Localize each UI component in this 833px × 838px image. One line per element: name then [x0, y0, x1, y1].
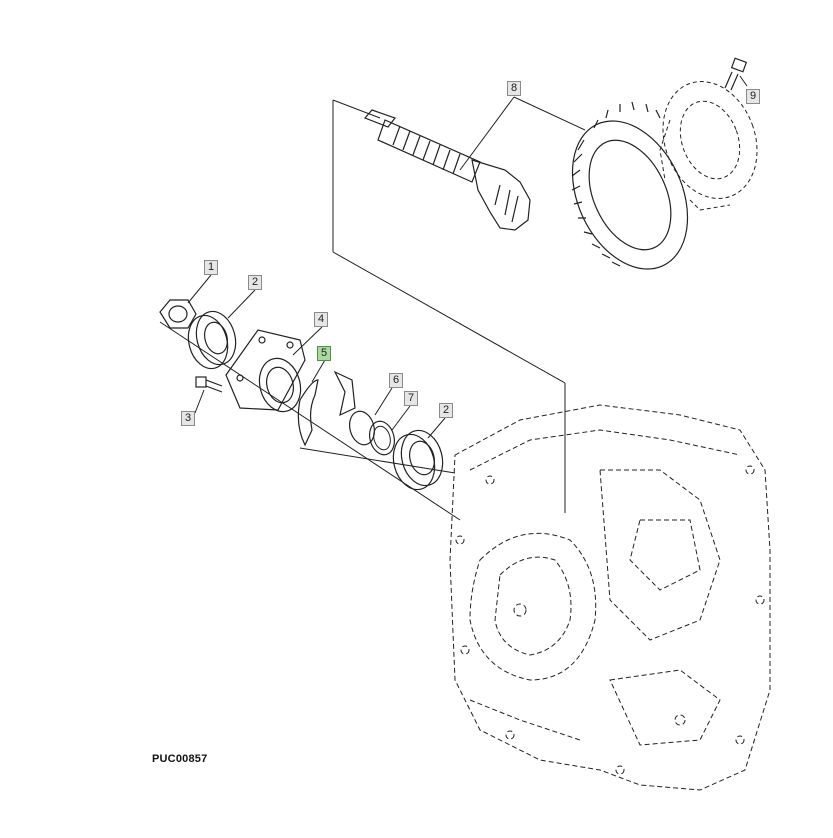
callout-2-bearing-right[interactable]: 2 — [439, 403, 453, 418]
assembly-axis-shaft — [332, 99, 381, 119]
callout-8-gear-set[interactable]: 8 — [507, 81, 521, 96]
callout-1-nut[interactable]: 1 — [204, 260, 218, 275]
callout-2-bearing[interactable]: 2 — [248, 275, 262, 290]
pinion-shaft — [363, 109, 531, 231]
bolt-3 — [195, 376, 223, 393]
shims-5 — [297, 370, 356, 447]
leader-line-2b — [427, 417, 446, 439]
callout-9-bolt[interactable]: 9 — [746, 89, 760, 104]
leader-line-2a — [227, 289, 256, 319]
nut-1 — [159, 299, 197, 329]
callout-3-bolt[interactable]: 3 — [181, 411, 195, 426]
callout-4-housing[interactable]: 4 — [314, 312, 328, 327]
bearing-2-left — [187, 310, 237, 370]
callout-7-spacer[interactable]: 7 — [404, 391, 418, 406]
leader-line-3 — [194, 389, 205, 414]
leader-line-9 — [739, 75, 748, 87]
callout-5-shim[interactable]: 5 — [317, 346, 331, 361]
snap-ring-6 — [349, 410, 375, 446]
leader-line-1 — [187, 274, 212, 304]
bearing-housing-4 — [225, 329, 306, 413]
ring-gear — [571, 101, 689, 270]
leader-line-8b — [513, 96, 586, 131]
differential-case — [659, 81, 758, 211]
assembly-axis-bearing — [159, 321, 461, 521]
callout-6-snap-ring[interactable]: 6 — [389, 373, 403, 388]
leader-line-6 — [374, 387, 393, 416]
leader-line-8a — [459, 96, 515, 171]
leader-line-5 — [311, 359, 326, 383]
bolt-9 — [724, 57, 748, 91]
transmission-housing — [449, 404, 771, 791]
bearing-2-right — [392, 429, 444, 491]
spacer-7 — [369, 420, 395, 456]
figure-id: PUC00857 — [152, 753, 208, 765]
leader-line-4 — [292, 326, 323, 356]
leader-line-7 — [391, 405, 411, 431]
